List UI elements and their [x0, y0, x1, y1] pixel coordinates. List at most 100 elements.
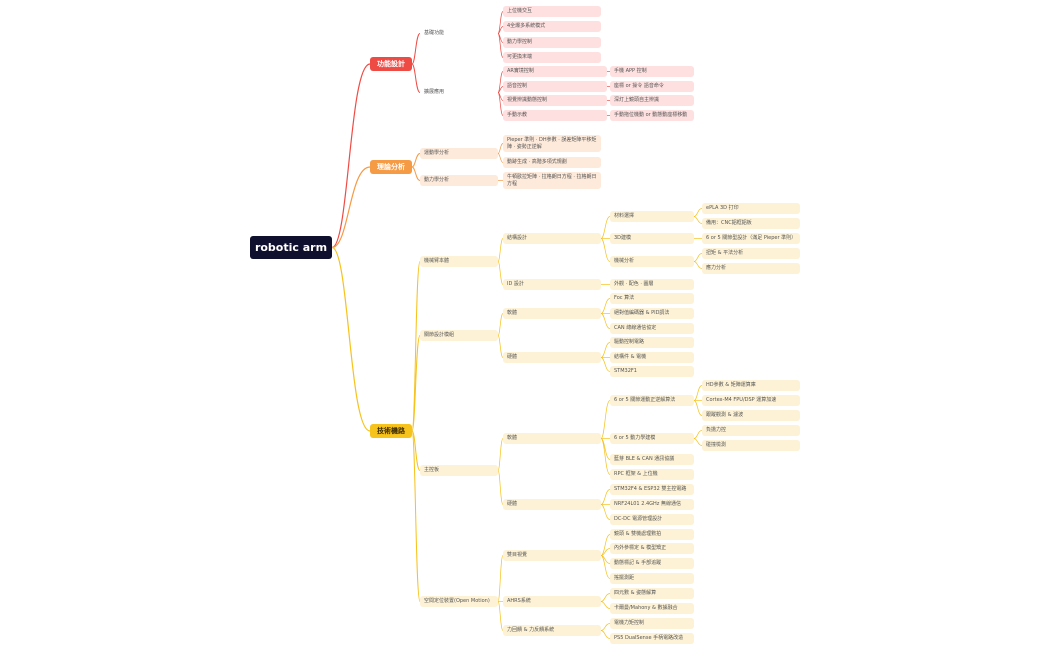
topic-node[interactable]: 機械臂本體: [420, 256, 498, 267]
topic-node[interactable]: AHRS系統: [503, 596, 601, 607]
leaf-node[interactable]: 電機力矩控制: [610, 618, 694, 629]
topic-node[interactable]: 雙目視覺: [503, 550, 601, 561]
leaf-node[interactable]: CAN 總線通信協定: [610, 323, 694, 334]
connector-line: [497, 335, 504, 358]
connector-line: [411, 261, 421, 432]
leaf-node[interactable]: 結構件 & 電機: [610, 352, 694, 363]
leaf-node[interactable]: 內外參標定 & 模型矯正: [610, 543, 694, 554]
topic-node[interactable]: 6 or 5 動力學建模: [610, 433, 694, 444]
connector-line: [497, 555, 504, 602]
connector-line: [497, 26, 504, 34]
topic-node[interactable]: 關節設計模組: [420, 330, 498, 341]
leaf-node[interactable]: 負擔力控: [702, 425, 800, 436]
leaf-node[interactable]: RPC 框架 & 上位機: [610, 469, 694, 480]
connector-line: [693, 253, 703, 262]
connector-line: [600, 548, 611, 556]
topic-node[interactable]: 動力學分析: [420, 175, 498, 186]
leaf-node[interactable]: 外觀 · 配色 · 圖層: [610, 279, 694, 290]
topic-node[interactable]: 基礎功能: [424, 30, 445, 37]
connector-line: [600, 623, 611, 631]
leaf-node[interactable]: 動態標記 & 手部追蹤: [610, 558, 694, 569]
leaf-node[interactable]: Cortex-M4 FPU/DSP 運算加速: [702, 395, 800, 406]
leaf-node[interactable]: Foc 算法: [610, 293, 694, 304]
connector-line: [497, 601, 504, 631]
connector-line: [600, 313, 611, 329]
connector-line: [411, 335, 421, 432]
topic-node[interactable]: 力回饋 & 力反饋系統: [503, 625, 601, 636]
connector-line: [693, 216, 703, 224]
leaf-node[interactable]: 語音控制: [503, 81, 607, 92]
leaf-node[interactable]: 動力學控制: [503, 37, 601, 48]
connector-line: [331, 246, 371, 432]
connector-line: [693, 430, 703, 439]
connector-line: [411, 33, 421, 65]
leaf-node[interactable]: 深灯上鏡頭自主辨識: [610, 95, 694, 106]
root-node[interactable]: robotic arm: [250, 236, 332, 259]
connector-line: [600, 342, 611, 358]
topic-node[interactable]: 擴展應用: [424, 89, 445, 96]
leaf-node[interactable]: 動跡生成 · 高階多項式規劃: [503, 157, 601, 168]
topic-node[interactable]: 機械分析: [610, 256, 694, 267]
leaf-node[interactable]: Pieper 準則 · DH參數 · 誤差矩陣平移矩陣 · 姿勢正逆解: [503, 135, 601, 152]
connector-line: [497, 33, 504, 58]
leaf-node[interactable]: 卡爾曼/Mahony & 數據融合: [610, 603, 694, 614]
topic-node[interactable]: 運動學分析: [420, 148, 498, 159]
leaf-node[interactable]: 搖擺測距: [610, 573, 694, 584]
topic-node[interactable]: 硬體: [503, 352, 601, 363]
leaf-node[interactable]: 四元數 & 姿態解算: [610, 588, 694, 599]
leaf-node[interactable]: 碰撞檢測: [702, 440, 800, 451]
leaf-node[interactable]: 視覺辨識動態控制: [503, 95, 607, 106]
topic-node[interactable]: 軟體: [503, 433, 601, 444]
leaf-node[interactable]: 上位機交互: [503, 6, 601, 17]
leaf-node[interactable]: 驅動控制電路: [610, 337, 694, 348]
leaf-node[interactable]: STM32F4 & ESP32 雙主控電路: [610, 484, 694, 495]
leaf-node[interactable]: 牛頓歐拉矩陣 · 拉格朗日方程 · 拉格朗日方程: [503, 172, 601, 189]
connector-line: [600, 489, 611, 505]
connector-line: [600, 438, 611, 475]
connector-line: [600, 504, 611, 520]
topic-node[interactable]: 空間定位裝置(Open Motion): [420, 596, 498, 607]
connector-line: [600, 555, 611, 579]
connector-line: [693, 438, 703, 446]
leaf-node[interactable]: ePLA 3D 打印: [702, 203, 800, 214]
connector-line: [600, 298, 611, 314]
connector-line: [411, 153, 421, 168]
branch-node[interactable]: 理論分析: [370, 160, 412, 174]
topic-node[interactable]: 軟體: [503, 308, 601, 319]
leaf-node[interactable]: 手動示教: [503, 110, 607, 121]
topic-node[interactable]: 材料選擇: [610, 211, 694, 222]
leaf-node[interactable]: STM32F1: [610, 366, 694, 377]
leaf-node[interactable]: 備用：CNC鋁框鋁板: [702, 218, 800, 229]
connector-line: [497, 438, 504, 471]
topic-node[interactable]: 6 or 5 關節運動正逆解算法: [610, 395, 694, 406]
topic-node[interactable]: 結構設計: [503, 233, 601, 244]
branch-node[interactable]: 技術機路: [370, 424, 412, 438]
leaf-node[interactable]: 可更換末端: [503, 52, 601, 63]
leaf-node[interactable]: 6 or 5 關節型設計（滿足 Pieper 準則）: [702, 233, 800, 244]
leaf-node[interactable]: HD參數 & 矩陣運算庫: [702, 380, 800, 391]
connector-line: [331, 63, 371, 249]
leaf-node[interactable]: AR實境控制: [503, 66, 607, 77]
connector-line: [693, 208, 703, 217]
connector-line: [497, 313, 504, 336]
leaf-node[interactable]: 絕對值編碼器 & PID調法: [610, 308, 694, 319]
leaf-node[interactable]: 鏡頭 & 雙機處理數拍: [610, 529, 694, 540]
leaf-node[interactable]: 4全爆多系統模式: [503, 21, 601, 32]
topic-node[interactable]: 硬體: [503, 499, 601, 510]
leaf-node[interactable]: 扭矩 & 平法分析: [702, 248, 800, 259]
topic-node[interactable]: 3D建模: [610, 233, 694, 244]
leaf-node[interactable]: 手機 APP 控制: [610, 66, 694, 77]
leaf-node[interactable]: 跟蹤觀測 & 濾波: [702, 410, 800, 421]
topic-node[interactable]: 主控板: [420, 465, 498, 476]
branch-node[interactable]: 功能設計: [370, 57, 412, 71]
leaf-node[interactable]: 手動拖位機動 or 動態動座標移動: [610, 110, 694, 121]
leaf-node[interactable]: 座標 or 操令 語音命令: [610, 81, 694, 92]
topic-node[interactable]: ID 設計: [503, 279, 601, 290]
leaf-node[interactable]: PS5 DualSense 手柄電路改造: [610, 633, 694, 644]
leaf-node[interactable]: 應力分析: [702, 263, 800, 274]
leaf-node[interactable]: DC-DC 電源管理設計: [610, 514, 694, 525]
leaf-node[interactable]: NRF24L01 2.4GHz 無線通信: [610, 499, 694, 510]
leaf-node[interactable]: 藍芽 BLE & CAN 通訊協議: [610, 454, 694, 465]
connector-line: [600, 630, 611, 639]
connector-line: [600, 357, 611, 372]
